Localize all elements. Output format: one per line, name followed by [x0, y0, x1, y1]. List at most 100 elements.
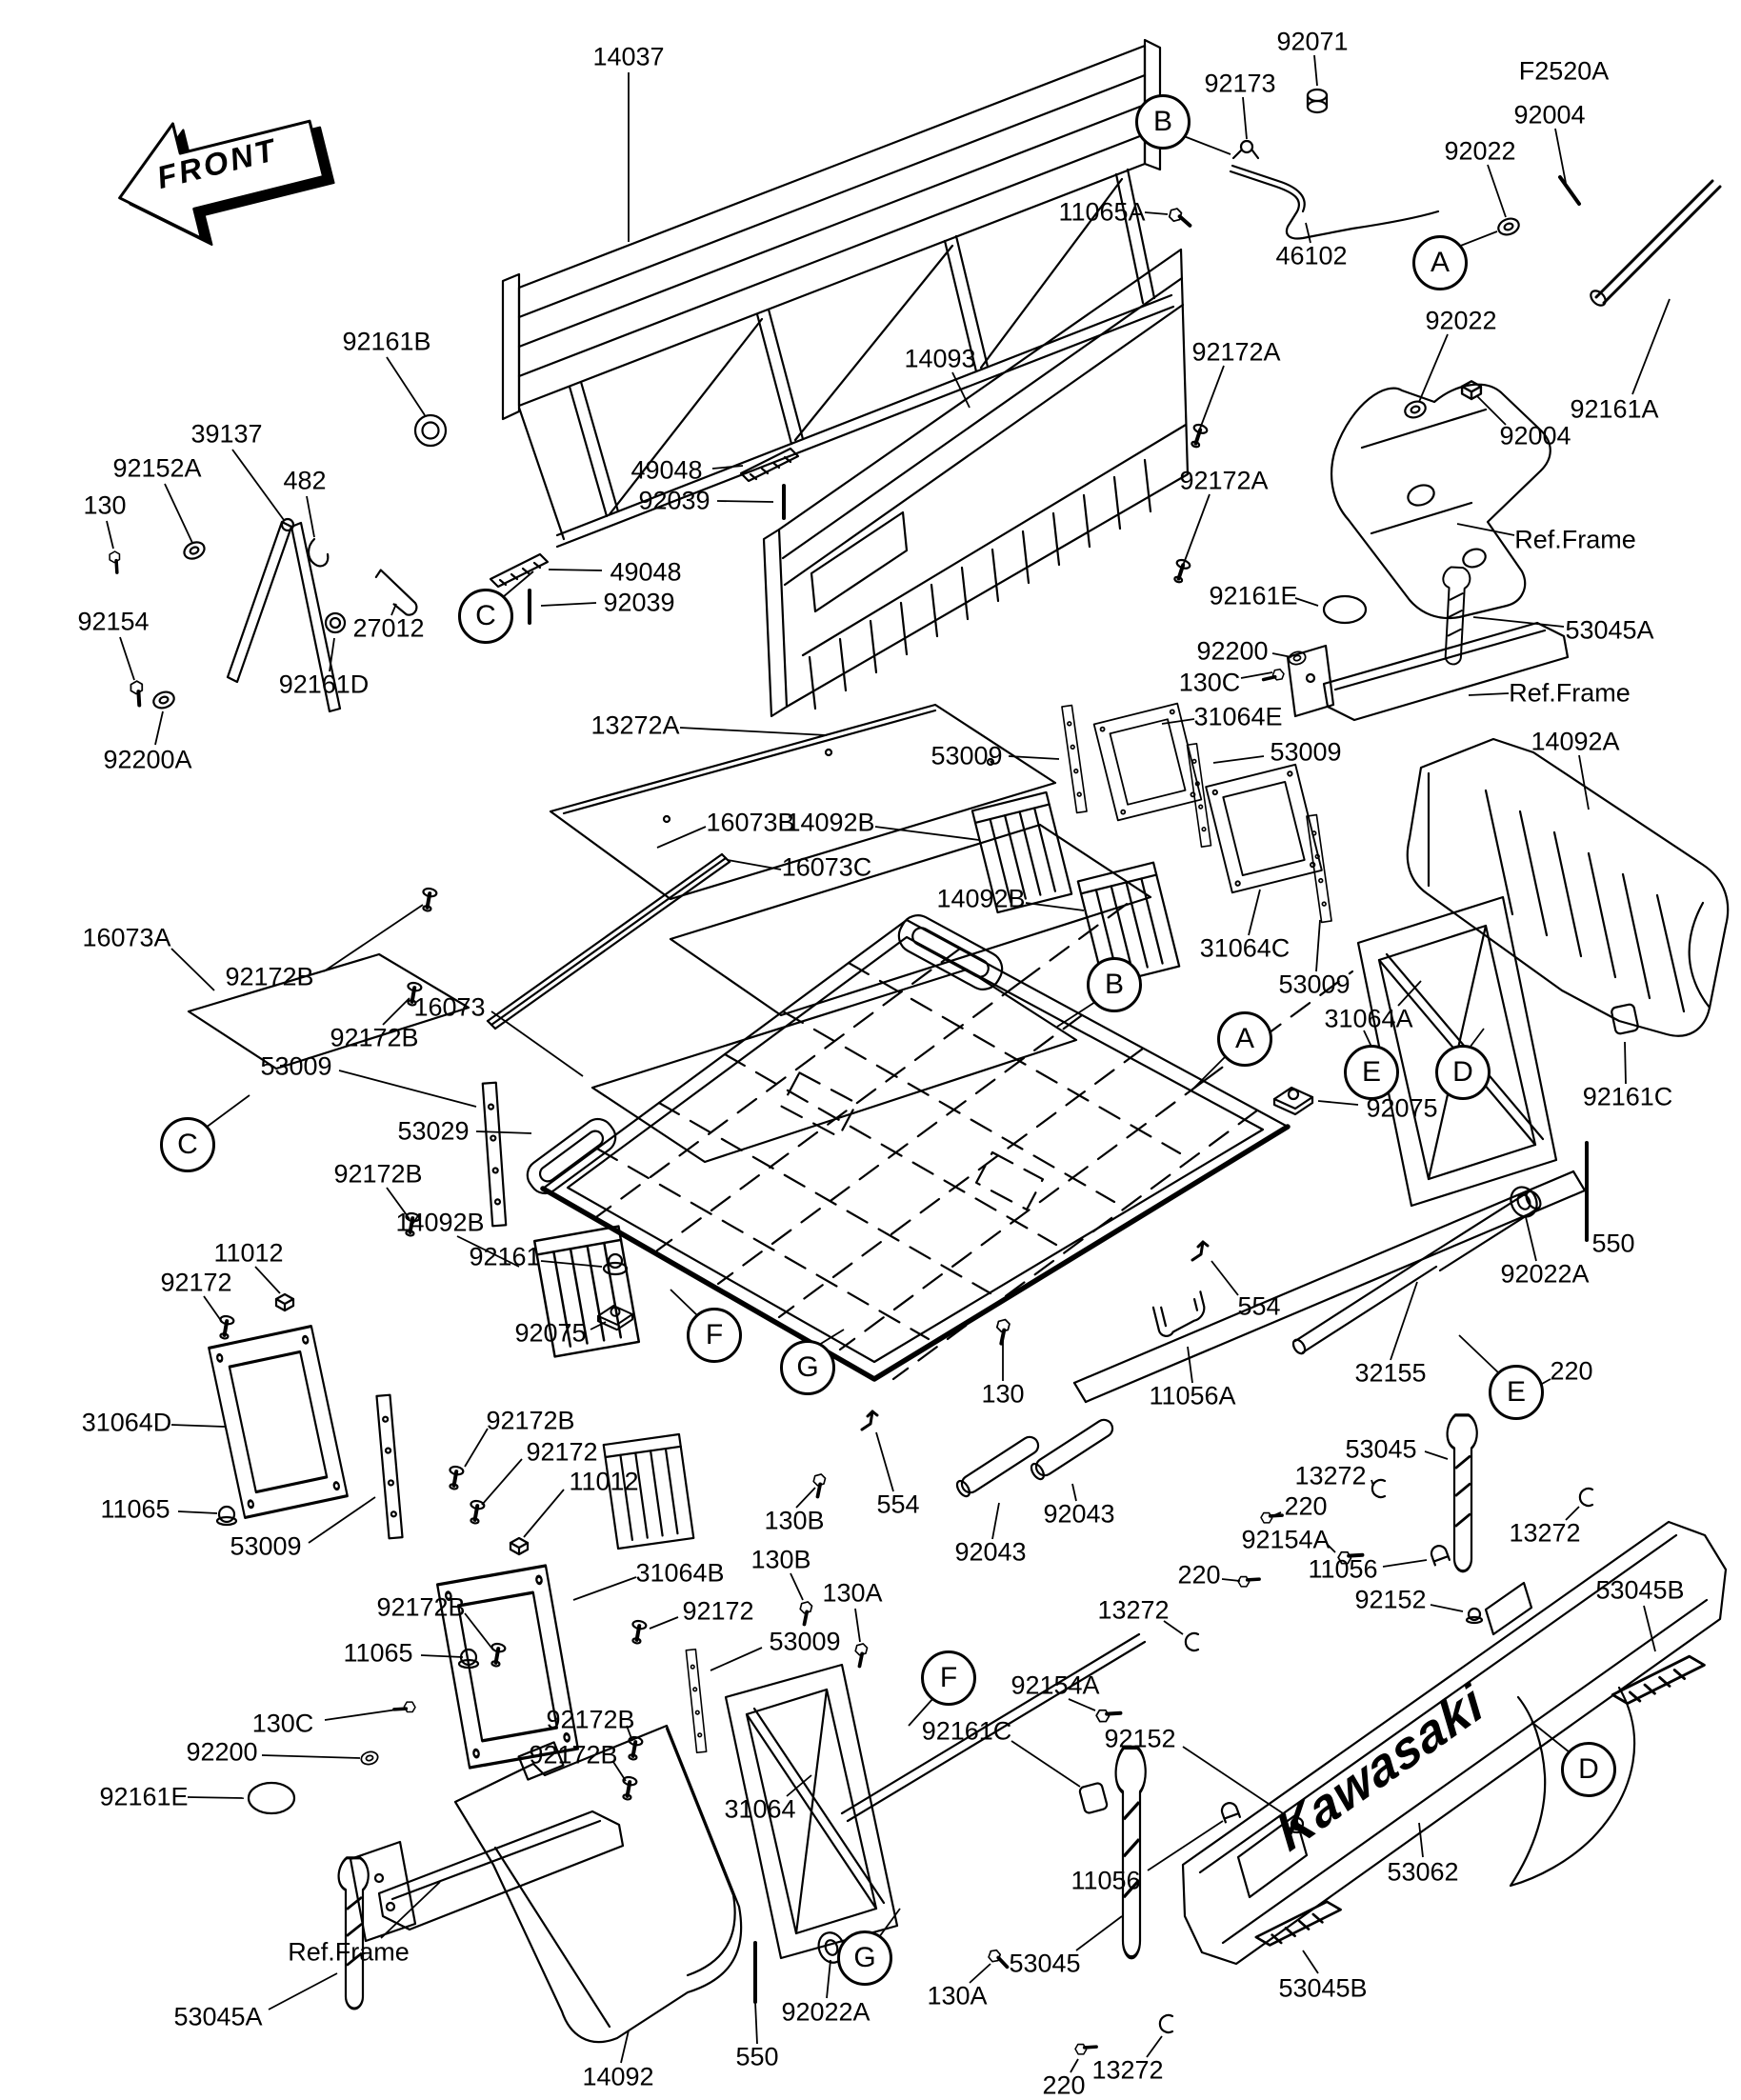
- part-number-label: 16073: [413, 992, 486, 1022]
- part-number-label: 92152: [1104, 1724, 1176, 1753]
- part-number-label: 130C: [251, 1709, 314, 1738]
- nut-11065-art: [215, 1505, 238, 1527]
- part-number-label: 482: [283, 466, 327, 495]
- ref-frame-label: Ref.Frame: [1514, 525, 1636, 554]
- callout-B: B: [1087, 957, 1142, 1012]
- callout-A: A: [1412, 235, 1468, 290]
- part-number-label: 92200: [1196, 636, 1269, 666]
- part-number-label: 92043: [954, 1537, 1027, 1567]
- part-number-label: 11065: [100, 1494, 170, 1524]
- part-number-label: 32155: [1354, 1358, 1427, 1388]
- part-number-label: 53009: [1270, 737, 1342, 767]
- grommet-92161D-art: [324, 611, 347, 634]
- part-number-label: 31064A: [1324, 1004, 1413, 1033]
- part-number-label: 92154: [77, 607, 150, 636]
- part-number-label: 14093: [904, 344, 976, 373]
- part-number-label: 130C: [1178, 668, 1241, 697]
- part-number-label: 14092B: [936, 884, 1026, 913]
- part-number-label: 92161C: [921, 1716, 1012, 1746]
- clip-482-art: [307, 537, 330, 568]
- part-number-label: 220: [1284, 1491, 1328, 1521]
- part-number-label: 53029: [397, 1116, 470, 1146]
- clamp-92173-art: [1231, 139, 1260, 160]
- part-number-label: 53045B: [1278, 1973, 1368, 2003]
- pad-92161E-art: [1322, 594, 1368, 625]
- part-number-label: 92161: [469, 1242, 541, 1271]
- part-number-label: 554: [1237, 1291, 1281, 1321]
- callout-C: C: [160, 1117, 215, 1172]
- part-number-label: 11065: [343, 1638, 413, 1668]
- rod-92161A-art: [1590, 179, 1722, 307]
- part-number-label: 92172B: [486, 1406, 575, 1435]
- part-number-label: 13272: [1097, 1595, 1170, 1625]
- part-number-label: 92172: [160, 1268, 232, 1297]
- stud-92004-art: [1558, 175, 1581, 206]
- part-number-label: 550: [735, 2042, 779, 2071]
- part-number-label: 92004: [1499, 421, 1571, 450]
- part-number-label: 92161E: [99, 1782, 189, 1811]
- ref-frame-top-art: [1330, 383, 1551, 620]
- part-number-label: 92022: [1444, 136, 1516, 166]
- part-number-label: 92154A: [1011, 1670, 1100, 1700]
- hook-27012-art: [374, 569, 418, 616]
- part-number-label: 16073B: [706, 808, 795, 837]
- part-number-label: 53009: [230, 1531, 302, 1561]
- part-number-label: 92152: [1354, 1585, 1427, 1614]
- bumper-92161C2-art: [1078, 1782, 1109, 1814]
- callout-F: F: [921, 1650, 976, 1706]
- ref-frame-label: Ref.Frame: [288, 1937, 410, 1967]
- part-number-label: 130: [981, 1379, 1025, 1409]
- rod-46102-art: [1229, 170, 1440, 240]
- part-number-label: 92004: [1513, 100, 1586, 130]
- side-swoosh-art: [1509, 1686, 1636, 1888]
- callout-C: C: [458, 589, 513, 644]
- part-number-label: 220: [1177, 1560, 1221, 1590]
- part-number-label: 92161C: [1582, 1082, 1673, 1111]
- grommet-92071-art: [1306, 88, 1329, 114]
- part-number-label: 130A: [822, 1578, 883, 1608]
- bushing-92161B-art: [413, 413, 448, 448]
- part-number-label: 92172B: [225, 962, 314, 991]
- part-number-label: 31064E: [1193, 702, 1283, 731]
- frame-31064-art: [724, 1663, 899, 1960]
- part-number-label: 13272A: [590, 710, 680, 740]
- part-number-label: 92043: [1043, 1499, 1115, 1529]
- part-number-label: 31064: [724, 1794, 796, 1824]
- callout-G: G: [780, 1340, 835, 1395]
- panel-14092-art: [453, 1724, 743, 2044]
- part-number-label: 53009: [769, 1627, 841, 1656]
- rod-art: [840, 1632, 1141, 1815]
- part-number-label: 130B: [764, 1506, 825, 1535]
- part-number-label: 92172B: [333, 1159, 423, 1189]
- part-number-label: 53045A: [1565, 615, 1654, 645]
- part-number-label: 11056: [1308, 1554, 1378, 1584]
- tailgate-art: [762, 248, 1190, 718]
- part-number-label: 92161B: [342, 327, 431, 356]
- part-number-label: 53045A: [173, 2002, 263, 2031]
- part-number-label: 53009: [260, 1051, 332, 1081]
- callout-E: E: [1344, 1045, 1399, 1100]
- panel-53062-art: [1181, 1520, 1728, 1966]
- callout-A: A: [1217, 1011, 1272, 1067]
- damper-92161-art: [607, 1252, 624, 1270]
- callout-D: D: [1435, 1045, 1491, 1100]
- callout-F: F: [687, 1308, 742, 1363]
- part-number-label: 53009: [1278, 970, 1351, 999]
- part-number-label: 92039: [603, 588, 675, 617]
- part-number-label: 11012: [569, 1467, 639, 1496]
- part-number-label: 14092A: [1531, 727, 1620, 756]
- part-number-label: 92154A: [1241, 1525, 1331, 1554]
- part-number-label: 130: [83, 490, 127, 520]
- part-number-label: 92172B: [376, 1592, 466, 1622]
- part-number-label: 92161E: [1209, 581, 1298, 610]
- part-number-label: 13272: [1294, 1461, 1367, 1490]
- part-number-label: 92200A: [103, 745, 192, 774]
- part-number-label: 11056A: [1149, 1381, 1236, 1410]
- part-number-label: 92161D: [278, 670, 370, 699]
- part-number-label: 550: [1591, 1229, 1635, 1258]
- part-number-label: 49048: [630, 455, 703, 485]
- part-number-label: 92022A: [781, 1997, 870, 2027]
- part-number-label: 46102: [1275, 241, 1348, 270]
